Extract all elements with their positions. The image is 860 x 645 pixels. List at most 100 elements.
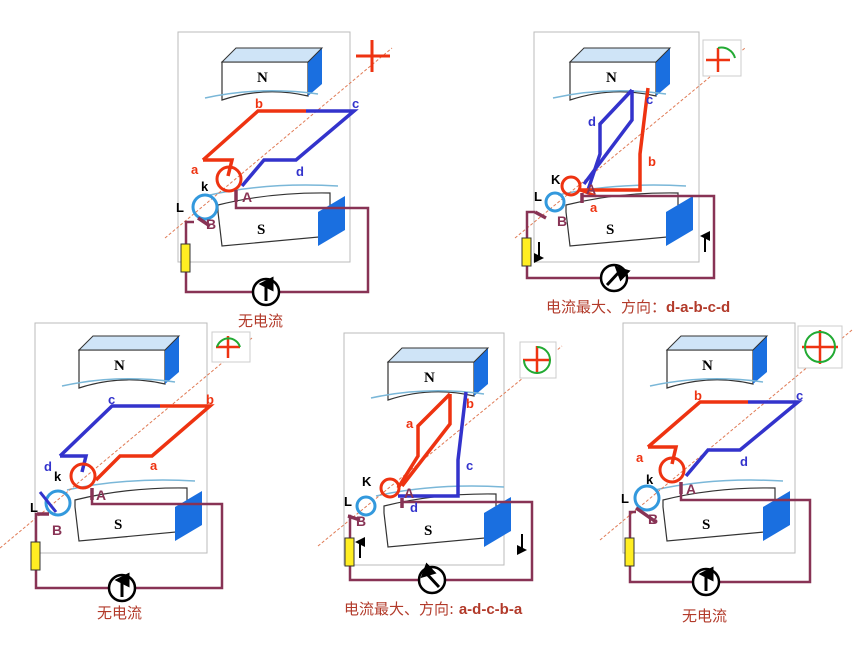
panel-5-frame — [622, 322, 796, 554]
label-k: k — [54, 469, 62, 484]
label-c: c — [108, 392, 115, 407]
circuit-lead-b — [628, 510, 636, 538]
label-d: d — [410, 500, 418, 515]
label-b: b — [694, 388, 702, 403]
external-circuit — [184, 202, 370, 294]
label-L: L — [534, 189, 542, 204]
label-b: b — [466, 396, 474, 411]
external-circuit — [348, 500, 534, 582]
north-magnet: N — [370, 347, 490, 401]
coil-side-ab — [646, 400, 748, 449]
coil-side-dc — [398, 391, 468, 498]
label-L: L — [621, 491, 629, 506]
panel-4-caption: 电流最大、方向: a-d-c-b-a — [344, 598, 522, 619]
panel-2: N S d c b — [514, 31, 746, 293]
label-L: L — [176, 200, 184, 215]
south-label: S — [114, 517, 122, 533]
panel-3-frame — [34, 322, 208, 554]
north-magnet: N — [61, 335, 181, 389]
circuit-lead-b — [348, 514, 352, 538]
brush-b — [634, 506, 658, 524]
north-magnet: N — [649, 335, 769, 389]
slip-ring-l — [191, 193, 219, 221]
resistor — [521, 237, 532, 267]
south-magnet: S — [66, 479, 202, 542]
brush-b — [534, 210, 547, 220]
label-L: L — [344, 494, 352, 509]
circuit-lead-b — [184, 220, 194, 244]
label-A: A — [686, 481, 696, 497]
label-K: K — [551, 172, 561, 187]
resistor — [344, 537, 355, 567]
label-b: b — [255, 96, 263, 111]
coil-lead-l — [38, 491, 58, 513]
coil-side-ab — [201, 109, 306, 162]
south-magnet: S — [209, 184, 345, 247]
external-circuit — [34, 500, 224, 590]
resistor — [180, 243, 191, 273]
angle-indicator — [519, 341, 557, 379]
label-B: B — [356, 513, 366, 529]
panel-2-caption: 电流最大、方向：d-a-b-c-d — [546, 296, 730, 317]
label-L: L — [30, 500, 38, 515]
angle-indicator — [797, 325, 843, 369]
galvanometer — [251, 276, 281, 307]
slip-ring-l — [633, 484, 661, 512]
south-label: S — [424, 523, 432, 539]
label-A: A — [242, 189, 252, 205]
label-b: b — [648, 154, 656, 169]
panel-5-caption: 无电流 — [682, 607, 728, 625]
slip-ring-k — [560, 175, 582, 197]
north-magnet: N — [204, 47, 324, 101]
label-c: c — [646, 92, 653, 107]
label-c: c — [466, 458, 473, 473]
panel-1-caption: 无电流 — [238, 312, 284, 330]
panel-1-frame — [177, 31, 351, 263]
label-k: k — [646, 472, 654, 487]
label-d: d — [296, 164, 304, 179]
angle-indicator — [702, 39, 742, 77]
coil-lead-a — [203, 158, 235, 177]
panel-2-frame — [533, 31, 700, 263]
label-k: k — [201, 179, 209, 194]
label-c: c — [796, 388, 803, 403]
north-label: N — [257, 70, 268, 86]
south-magnet: S — [654, 479, 790, 542]
panel-4-caption-sequence: a-d-c-b-a — [458, 601, 523, 618]
north-magnet: N — [552, 47, 672, 101]
label-d: d — [588, 114, 596, 129]
coil-side-bc — [580, 87, 650, 192]
label-B: B — [648, 511, 658, 527]
south-label: S — [257, 222, 265, 238]
coil-side-da — [586, 88, 634, 191]
circuit-lead-b — [34, 512, 38, 542]
label-a: a — [150, 458, 158, 473]
circuit-lead-b — [525, 210, 535, 238]
coil-side-cd — [684, 400, 803, 478]
slip-ring-k — [658, 456, 686, 484]
north-label: N — [702, 358, 713, 374]
panel-5: N S b c d a k L — [599, 322, 853, 597]
coil-side-ab — [396, 392, 452, 489]
label-B: B — [206, 216, 216, 232]
galvanometer — [107, 572, 137, 603]
slip-ring-k — [69, 462, 97, 490]
resistor — [30, 541, 41, 571]
label-a: a — [406, 416, 414, 431]
coil-side-ba — [94, 404, 215, 482]
label-A: A — [96, 487, 106, 503]
rotation-axis — [164, 47, 393, 239]
coil-lead-d — [60, 454, 89, 473]
slip-ring-k — [215, 165, 243, 193]
label-a: a — [636, 450, 644, 465]
label-d: d — [44, 459, 52, 474]
slip-ring-l — [355, 495, 377, 517]
label-a: a — [590, 200, 598, 215]
panel-3: N S c b a d k — [0, 322, 253, 603]
galvanometer — [417, 562, 447, 595]
label-A: A — [404, 485, 414, 501]
north-label: N — [114, 358, 125, 374]
label-B: B — [557, 213, 567, 229]
external-circuit — [628, 494, 812, 584]
galvanometer — [691, 566, 721, 597]
